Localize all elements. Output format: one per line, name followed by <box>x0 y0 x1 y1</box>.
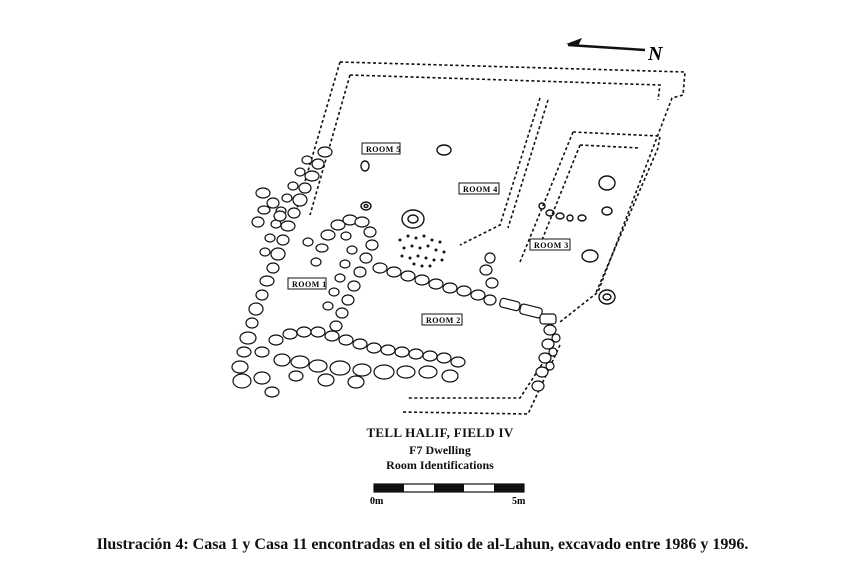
svg-text:ROOM 4: ROOM 4 <box>463 185 498 194</box>
stone-walls <box>231 146 561 398</box>
plan-title: TELL HALIF, FIELD IV <box>366 425 514 440</box>
installations <box>360 144 616 305</box>
room-label-4: ROOM 4 <box>458 182 500 195</box>
pit-room3 <box>581 249 599 263</box>
room-label-2: ROOM 2 <box>421 313 463 326</box>
room-labels: ROOM 5 ROOM 4 ROOM 3 ROOM 1 ROOM 2 <box>287 142 571 326</box>
rubble-patch <box>398 234 446 268</box>
scale-end-label: 5m <box>512 496 526 507</box>
pit-east <box>598 289 616 305</box>
scale-bar: 0m 5m <box>370 483 526 507</box>
svg-text:ROOM 3: ROOM 3 <box>534 241 569 250</box>
pit-small-1 <box>360 201 372 211</box>
svg-text:ROOM 5: ROOM 5 <box>366 145 401 154</box>
svg-text:ROOM 2: ROOM 2 <box>426 316 461 325</box>
central-wall <box>372 252 499 306</box>
pit-room3-north <box>598 175 616 191</box>
oven-large <box>401 209 425 229</box>
svg-text:ROOM 1: ROOM 1 <box>292 280 327 289</box>
east-wall <box>499 297 561 392</box>
arch-wall <box>302 214 379 332</box>
plan-subtitle-2: Room Identifications <box>386 458 494 472</box>
south-wall <box>253 326 466 398</box>
pit-room5 <box>360 160 370 172</box>
room-label-3: ROOM 3 <box>529 238 571 251</box>
west-wall <box>231 146 333 389</box>
excavation-boundary <box>295 61 686 415</box>
north-label: N <box>647 43 664 65</box>
plan-subtitle: F7 Dwelling <box>409 443 471 457</box>
north-arrow: N <box>566 38 664 65</box>
pit-room4-north <box>436 144 452 156</box>
room-label-1: ROOM 1 <box>287 277 327 290</box>
figure-caption: Ilustración 4: Casa 1 y Casa 11 encontra… <box>96 536 749 553</box>
west-stub-wall <box>251 187 287 228</box>
scale-start-label: 0m <box>370 496 384 507</box>
room-label-5: ROOM 5 <box>361 142 401 155</box>
